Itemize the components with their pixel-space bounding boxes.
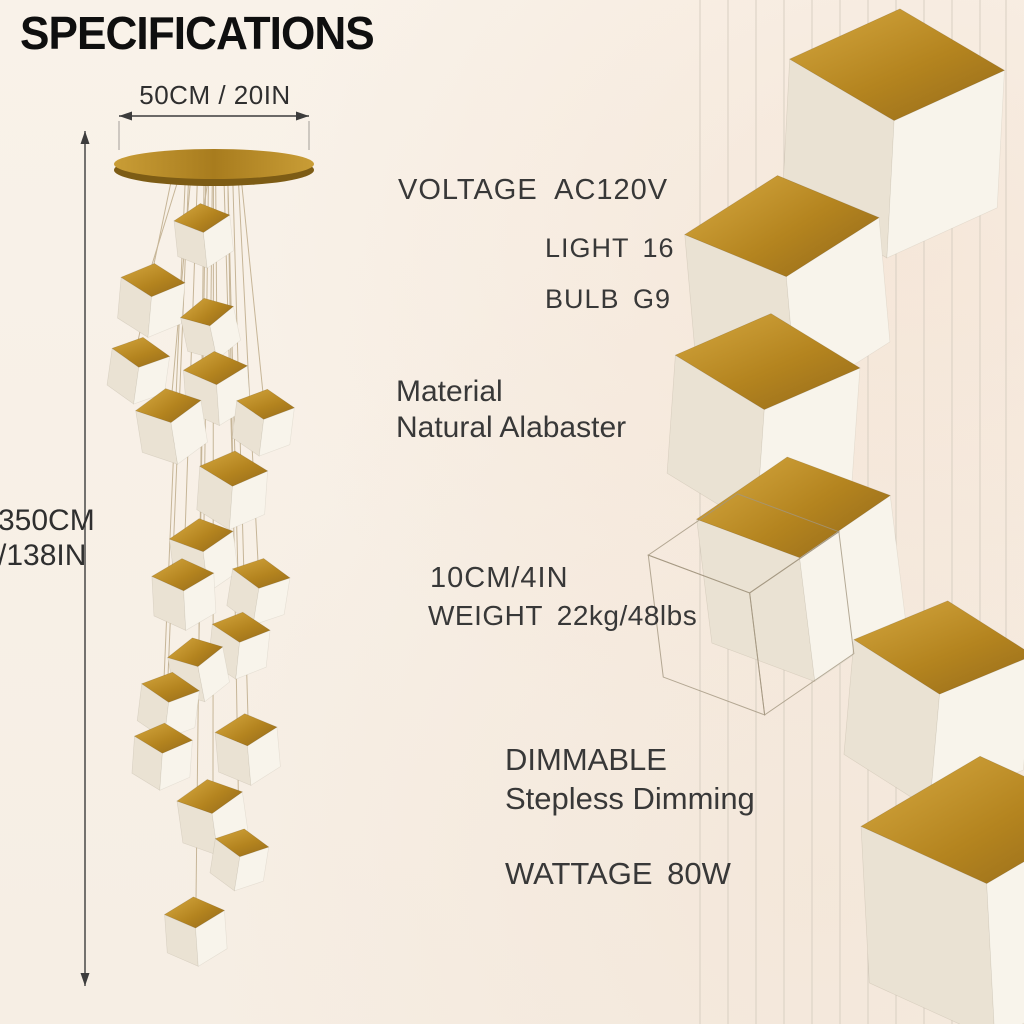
height-dimension-arrow bbox=[80, 131, 90, 986]
drop-height-line1: 350CM bbox=[0, 504, 95, 537]
width-dimension-arrow bbox=[119, 111, 309, 121]
pendant-cube bbox=[196, 450, 269, 531]
pendant-cube bbox=[179, 297, 241, 361]
chandelier-cubes bbox=[106, 203, 295, 967]
pendant-cube bbox=[208, 611, 271, 680]
page-title: SPECIFICATIONS bbox=[20, 7, 375, 59]
ceiling-canopy bbox=[114, 149, 314, 186]
pendant-cube bbox=[117, 263, 186, 338]
material-label: Material bbox=[396, 375, 503, 408]
spec-weight: WEIGHT 22kg/48lbs bbox=[428, 600, 698, 631]
pendant-cube bbox=[226, 558, 291, 626]
hanging-wire bbox=[240, 175, 264, 394]
pendant-cube bbox=[214, 713, 281, 786]
spec-dimmable: DIMMABLE Stepless Dimming bbox=[505, 740, 755, 819]
closeup-cubes bbox=[647, 8, 1024, 1024]
hanging-wire bbox=[150, 175, 180, 268]
spec-material: Material Natural Alabaster bbox=[396, 374, 626, 446]
closeup-pendant-cube bbox=[860, 755, 1024, 1024]
dimmable-label: DIMMABLE bbox=[505, 742, 667, 777]
dimension-wireframe-cube bbox=[647, 493, 855, 716]
spec-cube-size-label: 10CM/4IN bbox=[430, 562, 569, 594]
drop-height-label: 350CM /138IN bbox=[0, 504, 95, 573]
pendant-cube bbox=[135, 388, 208, 465]
pendant-cube bbox=[176, 779, 249, 856]
canopy-plate bbox=[114, 149, 314, 179]
pendant-cube bbox=[151, 558, 217, 631]
material-value: Natural Alabaster bbox=[396, 411, 627, 444]
spec-light-count: LIGHT 16 bbox=[545, 233, 675, 263]
dimmable-value: Stepless Dimming bbox=[505, 781, 755, 817]
drop-height-line2: /138IN bbox=[0, 538, 87, 572]
pendant-cube bbox=[209, 828, 270, 892]
spec-voltage: VOLTAGE AC120V bbox=[398, 174, 669, 206]
pendant-cube bbox=[106, 337, 171, 405]
dimension-arrows bbox=[80, 111, 310, 986]
spec-wattage: WATTAGE 80W bbox=[505, 856, 731, 891]
pendant-cube bbox=[131, 722, 194, 791]
spec-bulb: BULB G9 bbox=[545, 284, 672, 314]
pendant-cube bbox=[173, 203, 234, 269]
canopy-width-label: 50CM / 20IN bbox=[139, 80, 291, 110]
pendant-cube bbox=[163, 896, 228, 967]
pendant-cube bbox=[231, 388, 295, 457]
